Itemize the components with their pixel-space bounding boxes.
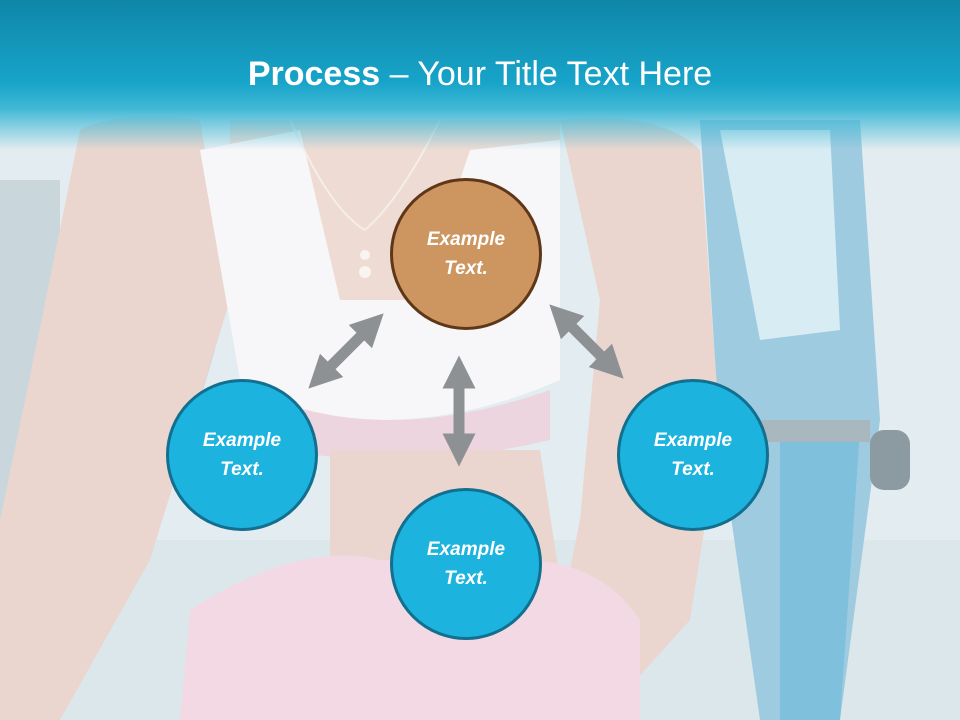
arrow-top-left bbox=[308, 313, 384, 389]
node-top-line2: Text. bbox=[444, 258, 488, 279]
title-bar bbox=[0, 0, 960, 150]
node-left-line1: Example bbox=[202, 430, 282, 451]
title-bold: Process bbox=[247, 55, 381, 93]
process-node-top[interactable]: Example Text. bbox=[390, 178, 542, 330]
process-node-bottom[interactable]: Example Text. bbox=[390, 488, 542, 640]
arrow-top-right bbox=[549, 304, 624, 379]
node-bottom-line2: Text. bbox=[444, 568, 488, 589]
node-bottom-line1: Example bbox=[426, 539, 506, 560]
node-left-line2: Text. bbox=[220, 459, 264, 480]
slide-title: Process – Your Title Text Here bbox=[0, 52, 960, 96]
process-node-right[interactable]: Example Text. bbox=[617, 379, 769, 531]
node-top-line1: Example bbox=[426, 229, 506, 250]
node-right-line1: Example bbox=[653, 430, 733, 451]
process-node-left[interactable]: Example Text. bbox=[166, 379, 318, 531]
title-rest: – Your Title Text Here bbox=[380, 55, 713, 93]
node-right-line2: Text. bbox=[671, 459, 715, 480]
